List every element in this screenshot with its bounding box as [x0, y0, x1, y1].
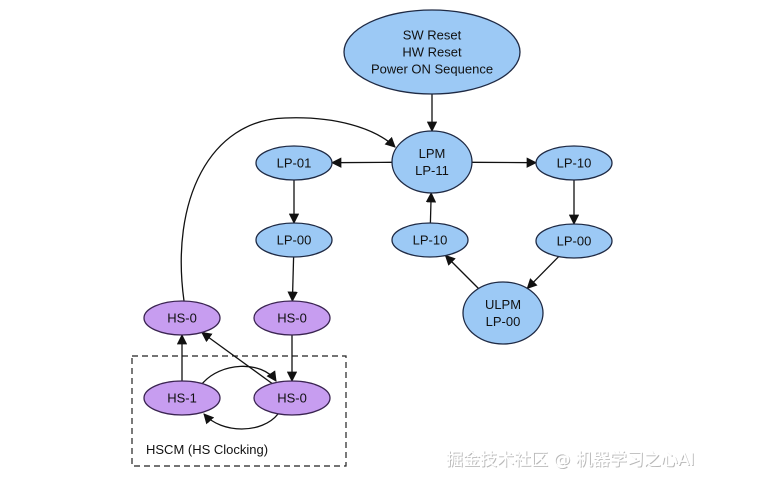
- edge-ulpm-to-lp10-mid: [444, 254, 479, 289]
- state-ellipse: [253, 300, 331, 336]
- hscm-box: [131, 355, 347, 467]
- state-label: LP-00: [557, 234, 592, 249]
- state-label: HS-0: [167, 311, 197, 326]
- edges-layer: [176, 94, 580, 430]
- state-node-hs0-bottom: HS-0: [253, 380, 331, 416]
- state-node-hs0-left: HS-0: [143, 300, 221, 336]
- state-ellipse: [391, 222, 469, 258]
- edge-lp10-mid-to-lpm: [425, 191, 437, 224]
- state-label: HS-1: [167, 391, 197, 406]
- state-label: Power ON Sequence: [371, 62, 493, 77]
- state-label: LP-11: [415, 163, 449, 178]
- state-node-lpm: LPM LP-11: [391, 130, 473, 194]
- edge-hs0-bottom-to-hs0-left: [201, 331, 273, 385]
- state-label: LP-10: [413, 233, 448, 248]
- edge-hs0-bottom-to-hs1: [203, 413, 279, 430]
- state-node-lp10-right: LP-10: [535, 145, 613, 181]
- state-label: SW Reset: [403, 28, 462, 43]
- state-node-hs1: HS-1: [143, 380, 221, 416]
- state-ellipse: [253, 380, 331, 416]
- edge-hs0-left-to-lpm: [180, 117, 396, 302]
- state-label: LP-01: [277, 156, 312, 171]
- state-label: LPM: [419, 146, 446, 161]
- state-label: HW Reset: [402, 45, 462, 60]
- state-node-ulpm: ULPM LP-00: [462, 281, 544, 345]
- hscm-label: HSCM (HS Clocking): [146, 442, 268, 457]
- state-ellipse: [462, 281, 544, 345]
- state-label: ULPM: [485, 297, 521, 312]
- state-ellipse: [343, 9, 521, 95]
- state-node-lp01: LP-01: [255, 145, 333, 181]
- state-ellipse: [143, 300, 221, 336]
- state-label: HS-0: [277, 391, 307, 406]
- state-ellipse: [255, 145, 333, 181]
- edge-lp00-left-to-hs0-mid: [287, 256, 298, 303]
- state-node-lp10-mid: LP-10: [391, 222, 469, 258]
- state-ellipse: [535, 223, 613, 259]
- watermark: 掘金技术社区 @ 机器学习之心AI: [446, 450, 694, 470]
- state-label: LP-00: [486, 314, 521, 329]
- state-node-lp00-right: LP-00: [535, 223, 613, 259]
- state-label: LP-00: [277, 233, 312, 248]
- state-label: HS-0: [277, 311, 307, 326]
- state-ellipse: [535, 145, 613, 181]
- edge-hs1-to-hs0-bottom: [201, 365, 277, 385]
- state-node-hs0-mid: HS-0: [253, 300, 331, 336]
- watermark-shadow: 掘金技术社区 @ 机器学习之心AI: [447, 451, 695, 471]
- state-ellipse: [255, 222, 333, 258]
- edge-lp00-right-to-ulpm: [526, 256, 560, 290]
- state-ellipse: [391, 130, 473, 194]
- state-label: LP-10: [557, 156, 592, 171]
- state-node-lp00-left: LP-00: [255, 222, 333, 258]
- state-ellipse: [143, 380, 221, 416]
